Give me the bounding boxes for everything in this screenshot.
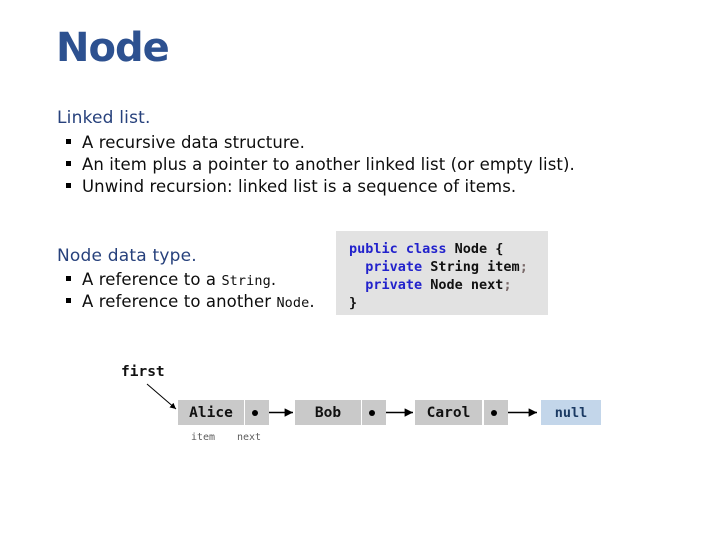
code-keyword: private <box>349 259 431 275</box>
list-node-item-cell: Alice <box>178 400 244 425</box>
diagram-pointer-label-first: first <box>121 364 165 380</box>
bullet-square-icon <box>66 298 71 303</box>
list-node-next-cell <box>484 400 508 425</box>
list-node-item-cell: Carol <box>415 400 482 425</box>
code-plain: Node { <box>454 241 504 257</box>
code-line: private String item; <box>349 258 548 276</box>
section-heading-linked-list: Linked list. <box>57 108 151 128</box>
page-title: Node <box>56 25 170 71</box>
code-keyword: private <box>349 277 431 293</box>
code-plain: String item <box>430 259 520 275</box>
pointer-dot-icon <box>252 410 258 416</box>
pointer-dot-icon <box>491 410 497 416</box>
list-item-label: A reference to another Node. <box>82 292 315 311</box>
pointer-dot-icon <box>369 410 375 416</box>
bullet-square-icon <box>66 276 71 281</box>
list-item: An item plus a pointer to another linked… <box>66 155 575 174</box>
code-line: private Node next; <box>349 276 548 294</box>
cell-label-next: next <box>237 432 262 443</box>
code-punct: ; <box>503 277 512 293</box>
bullet-square-icon <box>66 161 71 166</box>
list-item-label: A recursive data structure. <box>82 133 305 152</box>
cell-label-item: item <box>191 432 216 443</box>
code-plain: Node next <box>430 277 504 293</box>
list-item: A recursive data structure. <box>66 133 305 152</box>
list-item: Unwind recursion: linked list is a seque… <box>66 177 516 196</box>
list-item-label: An item plus a pointer to another linked… <box>82 155 575 174</box>
list-item-label: A reference to a String. <box>82 270 277 289</box>
list-terminator-null: null <box>541 400 601 425</box>
inline-code-node: Node <box>276 295 310 311</box>
list-node-next-cell <box>245 400 269 425</box>
code-keyword: public class <box>349 241 455 257</box>
list-item-label: Unwind recursion: linked list is a seque… <box>82 177 517 196</box>
bullet-square-icon <box>66 183 71 188</box>
list-item: A reference to a String. <box>66 270 276 289</box>
code-line: public class Node { <box>349 240 548 258</box>
list-item: A reference to another Node. <box>66 292 315 311</box>
bullet-square-icon <box>66 139 71 144</box>
code-punct: ; <box>519 259 528 275</box>
code-line: } <box>349 294 548 312</box>
section-heading-node-data-type: Node data type. <box>57 246 197 266</box>
inline-code-string: String <box>221 273 271 289</box>
list-node-next-cell <box>362 400 386 425</box>
list-node-item-cell: Bob <box>295 400 361 425</box>
code-plain: } <box>349 295 358 311</box>
code-snippet-box: public class Node { private String item;… <box>336 231 548 315</box>
